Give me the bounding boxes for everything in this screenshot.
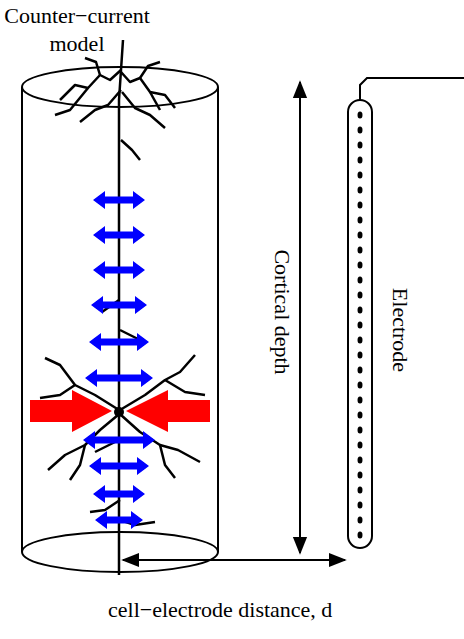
contact-site — [358, 367, 363, 374]
source-arrows — [83, 191, 155, 529]
model-title: Counter−current model — [2, 2, 152, 58]
contact-site — [358, 202, 363, 209]
contact-site — [358, 157, 363, 164]
electrode-label: Electrode — [387, 285, 413, 375]
contact-site — [358, 112, 363, 119]
contact-site — [358, 322, 363, 329]
contact-site — [358, 292, 363, 299]
contact-site — [358, 232, 363, 239]
contact-site — [358, 352, 363, 359]
source-arrow — [93, 191, 145, 209]
contact-site — [358, 427, 363, 434]
contact-site — [358, 532, 363, 539]
contact-site — [358, 277, 363, 284]
contact-site — [358, 187, 363, 194]
axis-label: Cortical depth — [269, 246, 295, 377]
source-arrow — [89, 333, 149, 351]
soma — [114, 407, 124, 417]
depth-arrow — [299, 82, 301, 553]
contact-site — [358, 262, 363, 269]
source-arrow — [93, 261, 145, 279]
source-arrow — [85, 369, 153, 387]
source-arrow — [93, 485, 145, 503]
contact-site — [358, 247, 363, 254]
source-arrow — [93, 226, 145, 244]
contact-site — [358, 442, 363, 449]
source-arrow — [95, 511, 143, 529]
source-arrow — [89, 457, 149, 475]
contact-site — [358, 127, 363, 134]
sink-arrows — [30, 390, 210, 432]
contact-site — [358, 217, 363, 224]
distance-arrow — [123, 559, 345, 561]
source-arrow — [91, 296, 147, 314]
source-arrow — [83, 431, 155, 449]
contact-site — [358, 337, 363, 344]
contact-site — [358, 457, 363, 464]
contact-site — [358, 142, 363, 149]
contact-site — [358, 472, 363, 479]
distance-label: cell−electrode distance, d — [108, 597, 332, 623]
contact-site — [358, 517, 363, 524]
contact-site — [358, 397, 363, 404]
contact-site — [358, 487, 363, 494]
contact-site — [358, 412, 363, 419]
contact-site — [358, 307, 363, 314]
contact-site — [358, 382, 363, 389]
contact-site — [358, 172, 363, 179]
neuron — [40, 40, 205, 575]
contact-site — [358, 502, 363, 509]
electrode — [348, 78, 464, 548]
